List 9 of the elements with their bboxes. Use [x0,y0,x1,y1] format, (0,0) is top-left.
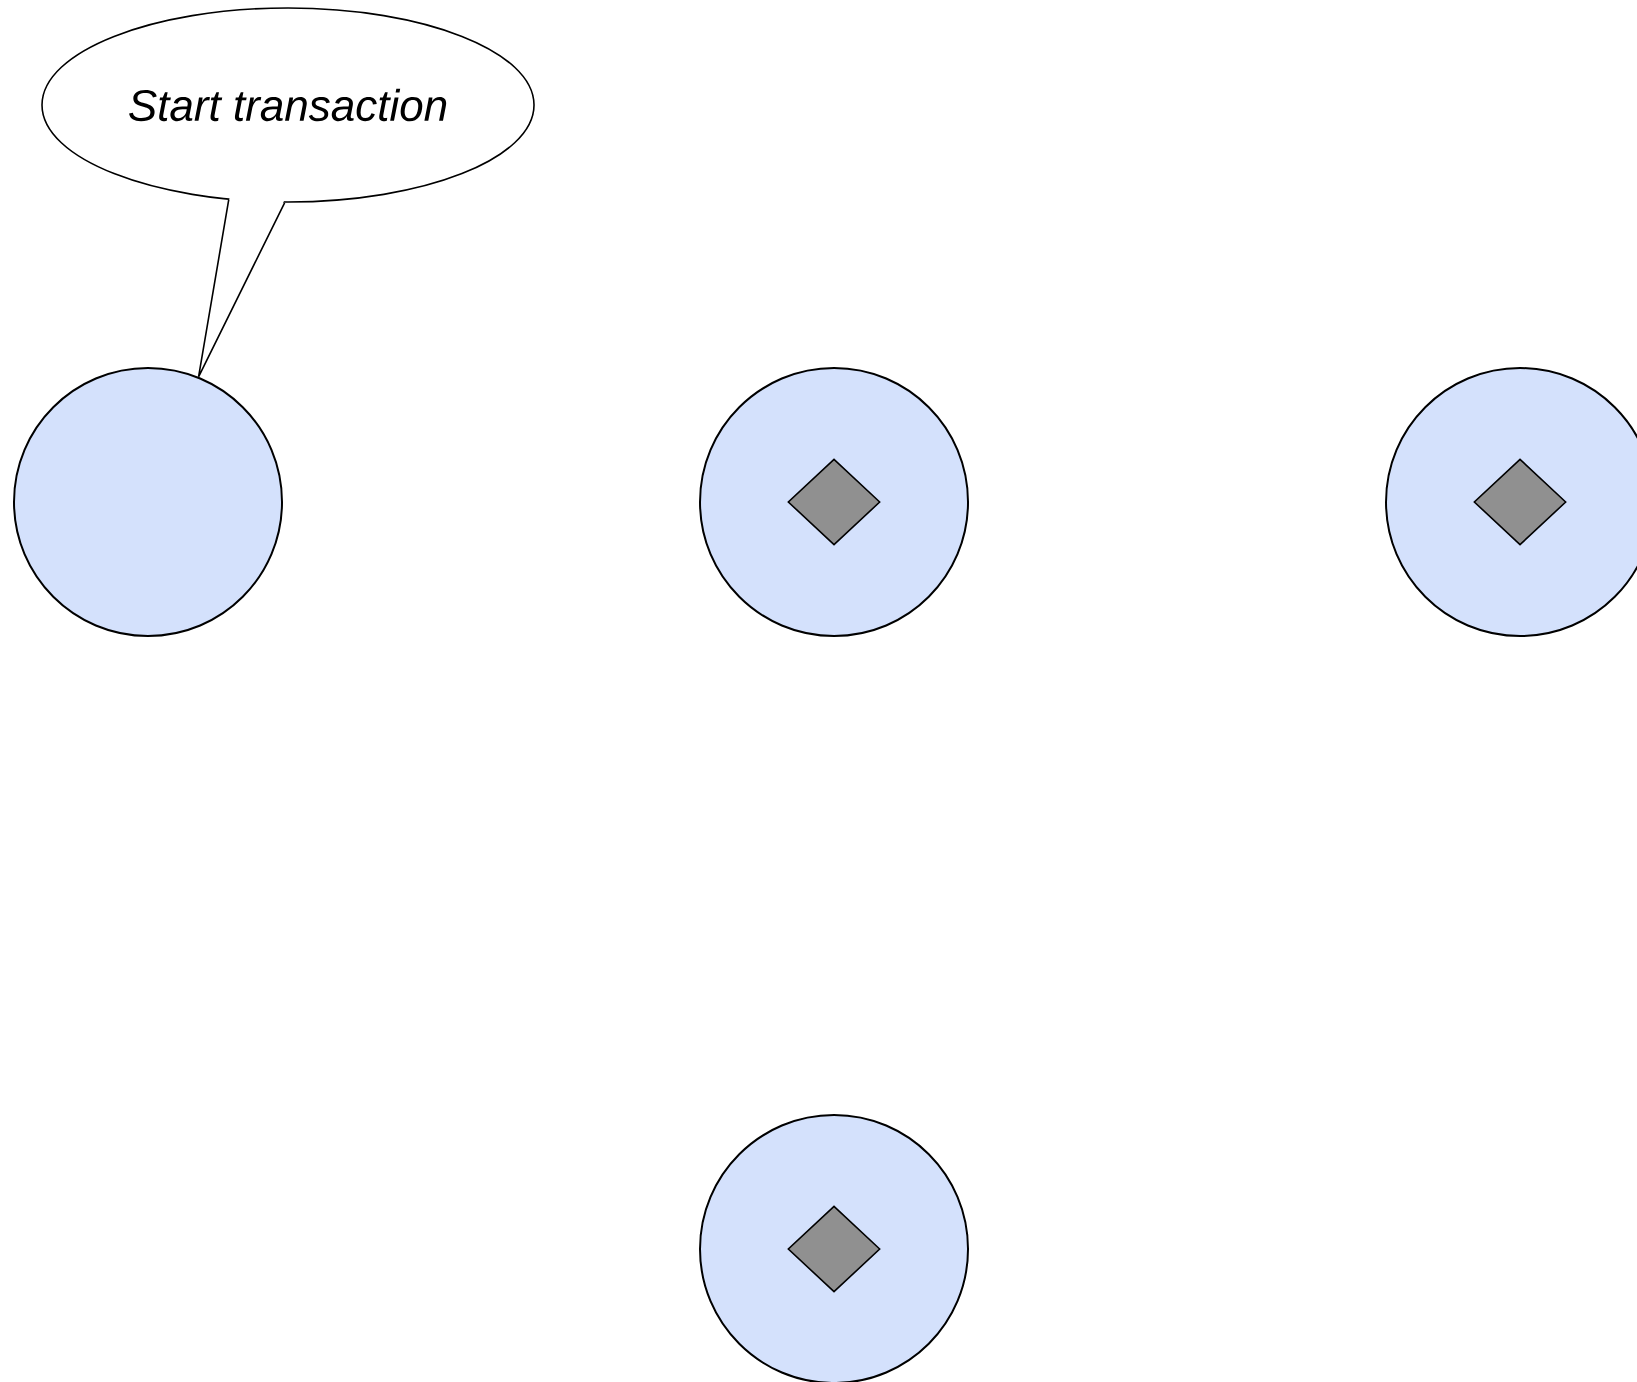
diamond-symbol [787,458,881,546]
circle-node [699,1114,969,1382]
circle-node [13,367,283,637]
circle-node [1385,367,1637,637]
speech-bubble: Start transaction [41,7,535,203]
diamond-symbol [787,1205,881,1293]
circle-node [699,367,969,637]
diamond-symbol [1473,458,1567,546]
speech-bubble-tail [197,196,286,378]
